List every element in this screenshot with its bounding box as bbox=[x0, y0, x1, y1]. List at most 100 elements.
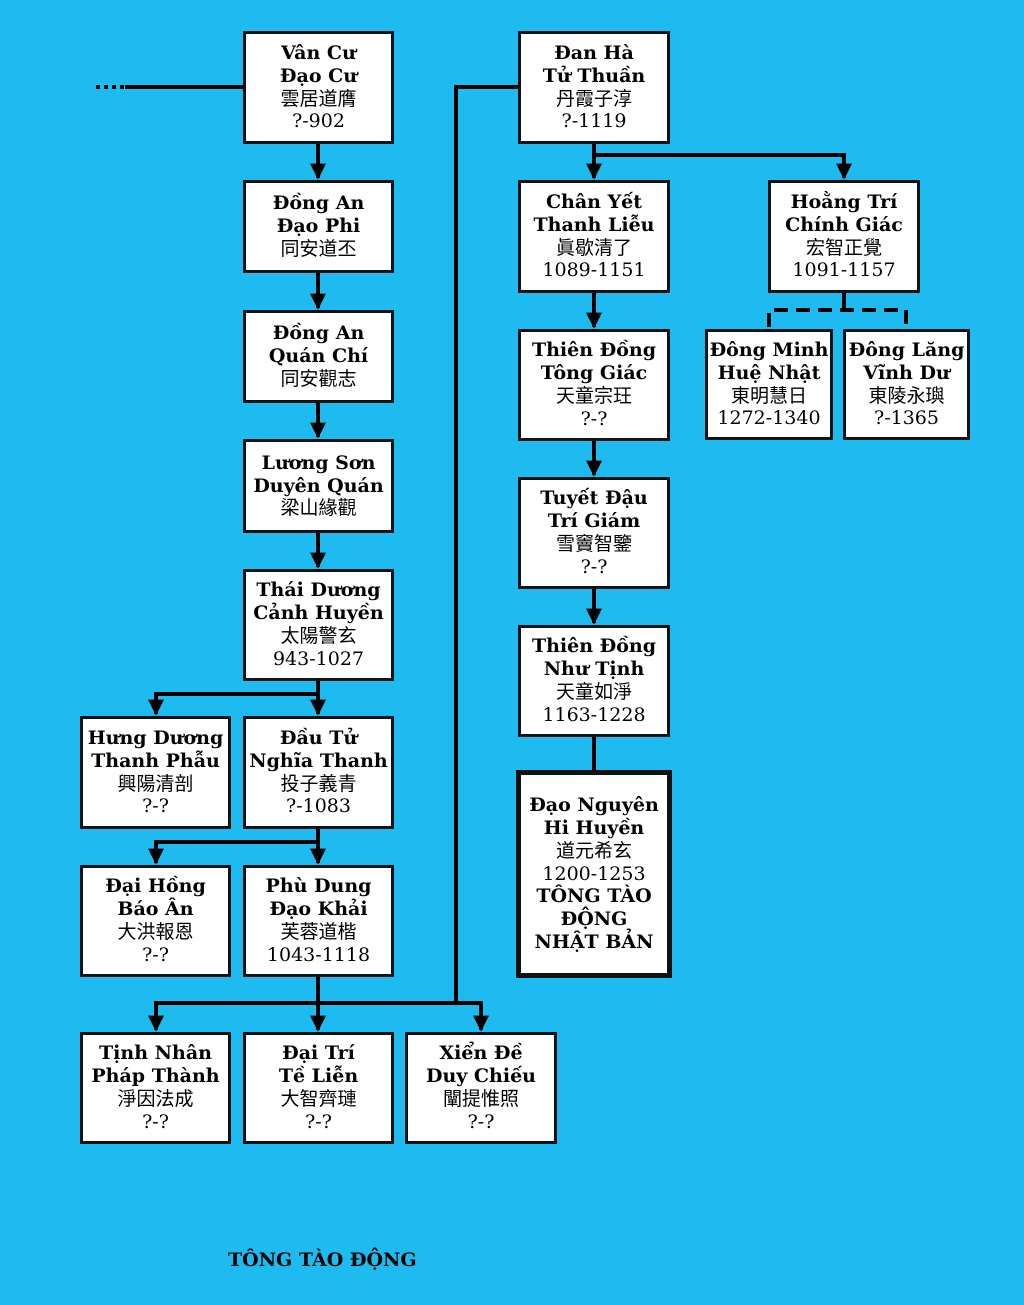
node-name-line: Hưng Dương bbox=[87, 726, 224, 749]
edge-phudung-danha bbox=[318, 85, 518, 1005]
node-name-line: Chân Yết bbox=[545, 190, 643, 213]
node-name-line: Như Tịnh bbox=[543, 658, 645, 681]
node-name-line: Đại Hồng bbox=[105, 875, 206, 898]
node-name-line: Thiên Đồng bbox=[531, 339, 657, 362]
node-dates: ?-1365 bbox=[874, 407, 939, 430]
node-name-line: Vân Cư bbox=[281, 41, 356, 64]
node-luong-son-duyen-quan: Lương Sơn Duyên Quán 梁山緣觀 bbox=[243, 439, 394, 533]
node-cjk-name: 同安觀志 bbox=[280, 367, 357, 390]
node-name-line: Nghĩa Thanh bbox=[249, 749, 388, 772]
node-dai-tri-te-lien: Đại Trí Tề Liễn 大智齊璉 ?-? bbox=[243, 1032, 394, 1144]
edge-danha-hoangtri bbox=[594, 153, 852, 180]
node-van-cu-dao-cu: Vân Cư Đạo Cư 雲居道膺 ?-902 bbox=[243, 31, 394, 144]
node-name-line: Đạo Khải bbox=[269, 898, 368, 921]
node-name-line: Xiển Đề bbox=[439, 1042, 523, 1065]
node-name-line: Quán Chí bbox=[268, 345, 369, 368]
node-thien-dong-nhu-tinh: Thiên Đồng Như Tịnh 天童如淨 1163-1228 bbox=[518, 625, 670, 737]
node-dates: 1272-1340 bbox=[717, 407, 821, 430]
node-cjk-name: 雲居道膺 bbox=[280, 87, 357, 110]
node-cjk-name: 東陵永璵 bbox=[868, 384, 945, 407]
node-cjk-name: 天童宗玨 bbox=[555, 385, 632, 407]
node-name-line: Đồng An bbox=[272, 322, 365, 345]
diagram-footer-caption: TÔNG TÀO ĐỘNG bbox=[228, 1249, 417, 1271]
node-cjk-name: 天童如淨 bbox=[555, 681, 632, 703]
node-dates: ?-902 bbox=[292, 110, 345, 133]
node-dates: 1091-1157 bbox=[792, 259, 896, 282]
node-name-line: Cảnh Huyền bbox=[253, 602, 384, 625]
node-name-line: Hoằng Trí bbox=[790, 190, 898, 213]
node-name-line: Báo Ân bbox=[117, 898, 194, 921]
node-name-line: Tề Liễn bbox=[278, 1065, 359, 1088]
node-dates: ?-? bbox=[142, 795, 169, 818]
node-dan-ha-tu-thuan: Đan Hà Tử Thuần 丹霞子淳 ?-1119 bbox=[518, 31, 670, 144]
node-tinh-nhan-phap-thanh: Tịnh Nhân Pháp Thành 淨因法成 ?-? bbox=[80, 1032, 231, 1144]
node-name-line: Đầu Tử bbox=[279, 726, 358, 749]
node-cjk-name: 太陽警玄 bbox=[280, 625, 357, 647]
node-dates: 1089-1151 bbox=[542, 259, 646, 282]
node-school-note: TÔNG TÀO bbox=[536, 885, 652, 908]
node-cjk-name: 同安道丕 bbox=[280, 237, 357, 260]
node-dong-minh-hue-nhat: Đông Minh Huệ Nhật 東明慧日 1272-1340 bbox=[705, 329, 833, 440]
node-name-line: Hi Huyền bbox=[543, 817, 645, 839]
node-cjk-name: 丹霞子淳 bbox=[555, 87, 632, 110]
node-name-line: Pháp Thành bbox=[91, 1065, 220, 1088]
node-dates: ?-? bbox=[142, 943, 169, 966]
node-name-line: Phù Dung bbox=[265, 875, 372, 898]
node-dau-tu-nghia-thanh: Đầu Tử Nghĩa Thanh 投子義青 ?-1083 bbox=[243, 716, 394, 829]
node-name-line: Duy Chiếu bbox=[425, 1065, 536, 1088]
edge-phudung-xiende bbox=[318, 1001, 489, 1032]
node-thien-dong-tong-giac: Thiên Đồng Tông Giác 天童宗玨 ?-? bbox=[518, 329, 670, 441]
node-cjk-name: 道元希玄 bbox=[555, 839, 632, 862]
node-name-line: Duyên Quán bbox=[253, 474, 384, 497]
node-cjk-name: 芙蓉道楷 bbox=[280, 921, 357, 943]
node-name-line: Huệ Nhật bbox=[717, 361, 821, 384]
node-cjk-name: 大洪報恩 bbox=[117, 921, 194, 943]
edge-dautu-daihong bbox=[148, 840, 318, 865]
node-name-line: Thái Dương bbox=[256, 579, 381, 602]
node-cjk-name: 投子義青 bbox=[280, 772, 357, 795]
node-school-note: ĐỘNG bbox=[560, 908, 628, 931]
node-phu-dung-dao-khai: Phù Dung Đạo Khải 芙蓉道楷 1043-1118 bbox=[243, 865, 394, 977]
node-dates: 943-1027 bbox=[272, 647, 365, 670]
node-name-line: Tịnh Nhân bbox=[99, 1042, 212, 1065]
node-cjk-name: 梁山緣觀 bbox=[280, 497, 357, 520]
node-hung-duong-thanh-phau: Hưng Dương Thanh Phẫu 興陽清剖 ?-? bbox=[80, 716, 231, 829]
node-dates: ?-? bbox=[467, 1110, 495, 1133]
node-name-line: Đông Minh bbox=[709, 338, 829, 361]
node-name-line: Thiên Đồng bbox=[531, 635, 657, 658]
node-school-note: NHẬT BẢN bbox=[534, 930, 654, 953]
node-cjk-name: 闡提惟照 bbox=[442, 1088, 519, 1110]
node-name-line: Tuyết Đậu bbox=[540, 487, 648, 510]
node-name-line: Đạo Nguyên bbox=[529, 794, 659, 817]
node-name-line: Tử Thuần bbox=[542, 64, 646, 87]
node-cjk-name: 眞歇清了 bbox=[555, 236, 632, 259]
node-dates: ?-? bbox=[142, 1110, 169, 1133]
node-dates: ?-? bbox=[580, 407, 608, 430]
node-hoang-tri-chinh-giac: Hoằng Trí Chính Giác 宏智正覺 1091-1157 bbox=[768, 180, 920, 293]
node-dates: 1043-1118 bbox=[266, 943, 371, 966]
node-cjk-name: 大智齊璉 bbox=[280, 1088, 357, 1110]
node-name-line: Lương Sơn bbox=[261, 451, 376, 474]
node-dates: ?-? bbox=[305, 1110, 332, 1133]
node-name-line: Chính Giác bbox=[785, 213, 903, 236]
node-dates: ?-1119 bbox=[561, 110, 627, 133]
node-name-line: Tông Giác bbox=[540, 362, 648, 385]
node-name-line: Đạo Cư bbox=[279, 64, 358, 87]
node-name-line: Đạo Phi bbox=[276, 215, 361, 238]
node-cjk-name: 雪竇智鑒 bbox=[555, 533, 632, 555]
node-dates: 1163-1228 bbox=[542, 703, 646, 726]
node-cjk-name: 東明慧日 bbox=[730, 384, 807, 407]
node-cjk-name: 宏智正覺 bbox=[805, 236, 882, 259]
node-dao-nguyen-hi-huyen: Đạo Nguyên Hi Huyền 道元希玄 1200-1253 TÔNG … bbox=[516, 770, 672, 978]
node-name-line: Đông Lăng bbox=[848, 338, 965, 361]
node-cjk-name: 興陽清剖 bbox=[117, 772, 194, 795]
node-name-line: Thanh Liễu bbox=[533, 213, 655, 236]
edge-thaiduong-hungduong bbox=[148, 692, 318, 716]
node-chan-yet-thanh-lieu: Chân Yết Thanh Liễu 眞歇清了 1089-1151 bbox=[518, 180, 670, 293]
node-dong-lang-vinh-du: Đông Lăng Vĩnh Dư 東陵永璵 ?-1365 bbox=[843, 329, 970, 440]
node-dong-an-quan-chi: Đồng An Quán Chí 同安觀志 bbox=[243, 310, 394, 403]
node-dong-an-dao-phi: Đồng An Đạo Phi 同安道丕 bbox=[243, 180, 394, 273]
node-name-line: Trí Giám bbox=[547, 510, 641, 533]
node-name-line: Thanh Phẫu bbox=[91, 749, 220, 772]
